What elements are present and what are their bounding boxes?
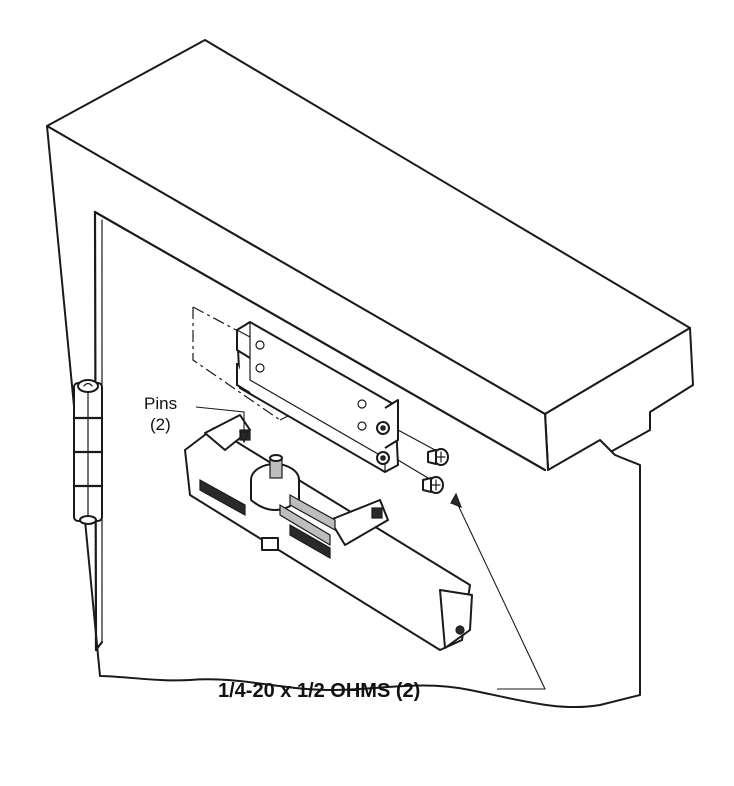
screws-callout: 1/4-20 x 1/2 OHMS (2) xyxy=(218,492,546,702)
mounting-plate-icon xyxy=(236,321,399,473)
pins-label-line2: (2) xyxy=(150,415,171,434)
hinge-icon xyxy=(72,379,104,525)
screw-icon xyxy=(427,448,449,466)
pins-label-line1: Pins xyxy=(144,394,177,413)
screws-label: 1/4-20 x 1/2 OHMS (2) xyxy=(218,680,420,702)
door-closer-icon xyxy=(184,414,473,651)
screw-icon xyxy=(422,476,444,494)
pins-label: Pins (2) xyxy=(144,394,249,444)
